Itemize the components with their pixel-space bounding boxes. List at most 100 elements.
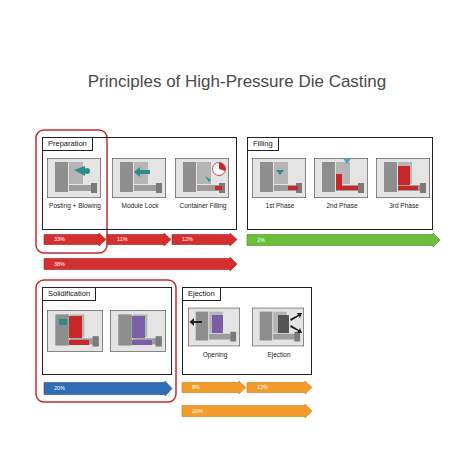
third-phase-picture	[376, 158, 429, 197]
arrow-body	[182, 404, 312, 418]
highlight-outline	[36, 280, 176, 402]
arrow-shape	[44, 257, 237, 271]
illustration-part	[84, 168, 90, 174]
arrow-body	[172, 233, 237, 246]
percent-label: 20%	[54, 381, 65, 396]
arrow-body	[44, 257, 237, 271]
module-lock-picture	[112, 158, 165, 197]
container-filling-picture	[175, 158, 228, 197]
time-share-arrow: 12%	[247, 381, 312, 394]
percent-label: 20%	[192, 404, 203, 418]
step-picture: Opening	[186, 306, 244, 373]
illustration-part	[336, 174, 342, 186]
step-picture: Container Filling	[173, 157, 233, 228]
step-caption: Opening	[186, 351, 244, 358]
stage-heading: Preparation	[42, 137, 93, 151]
illustration-part	[213, 163, 226, 176]
illustration-part	[376, 158, 429, 197]
time-share-arrow: 33%	[44, 233, 106, 246]
highlight-outline	[36, 130, 107, 253]
step-caption: 2nd Phase	[312, 202, 372, 209]
illustration-part	[276, 170, 284, 175]
stage-heading: Solidification	[42, 287, 96, 301]
step-caption: 3rd Phase	[374, 202, 434, 209]
step-picture: Posting + Blowing	[45, 157, 105, 228]
arrow-body	[247, 233, 440, 247]
percent-label: 33%	[54, 233, 65, 246]
illustration-part	[47, 311, 102, 352]
stage-group: Filling 1st Phase2nd Phase3rd Phase	[247, 137, 433, 230]
step-picture: 2nd Phase	[312, 157, 372, 228]
stage-group: PreparationPosting + Blowing Module LockC…	[42, 137, 237, 230]
stage-heading: Ejection	[182, 287, 221, 301]
stage-group: EjectionOpeningEjection	[182, 287, 312, 375]
time-share-arrow: 12%	[172, 233, 237, 246]
time-share-arrow: 8%	[182, 381, 246, 394]
arrow-body	[182, 381, 246, 394]
diagram-title: Principles of High-Pressure Die Casting	[0, 72, 474, 92]
illustration-part	[215, 186, 222, 190]
illustration-part	[336, 186, 358, 190]
step-caption: Ejection	[250, 351, 308, 358]
illustration-part	[278, 315, 289, 333]
solidification-picture-1	[47, 311, 102, 352]
step-picture: 3rd Phase	[374, 157, 434, 228]
second-phase-picture	[314, 158, 367, 197]
time-share-arrow: 2%	[247, 233, 440, 247]
illustration-part	[190, 318, 203, 326]
illustration-part	[398, 166, 410, 185]
time-share-arrow: 38%	[44, 257, 237, 271]
step-picture: Ejection	[250, 306, 308, 373]
illustration-part	[212, 315, 223, 333]
illustration-part	[290, 313, 302, 321]
illustration-part	[112, 158, 165, 197]
illustration-part	[59, 319, 67, 325]
illustration-part	[47, 158, 100, 197]
illustration-part	[205, 176, 211, 182]
arrow-body	[107, 233, 171, 246]
stage-group: Solidification	[42, 287, 172, 375]
step-caption: Posting + Blowing	[45, 202, 105, 209]
stage-heading: Filling	[247, 137, 279, 151]
percent-label: 12%	[257, 381, 268, 394]
step-caption: 1st Phase	[250, 202, 310, 209]
step-picture: 1st Phase	[250, 157, 310, 228]
illustration-part	[132, 340, 152, 345]
illustration-part	[69, 316, 82, 338]
percent-label: 2%	[257, 233, 265, 247]
step-picture: Module Lock	[110, 157, 170, 228]
first-phase-picture	[252, 158, 305, 197]
time-share-arrow: 20%	[44, 381, 172, 396]
arrow-body	[44, 233, 106, 246]
illustration-part	[290, 325, 302, 333]
illustration-part	[110, 311, 165, 352]
illustration-part	[252, 158, 305, 197]
illustration-part	[252, 308, 303, 346]
illustration-part	[175, 158, 228, 197]
opening-picture	[188, 308, 239, 346]
step-caption: Module Lock	[110, 202, 170, 209]
time-share-arrow: 11%	[107, 233, 171, 246]
illustration-part	[288, 186, 298, 190]
step-caption: Container Filling	[173, 202, 233, 209]
arrow-shape	[247, 233, 440, 247]
percent-label: 12%	[182, 233, 193, 246]
percent-label: 38%	[54, 257, 65, 271]
illustration-part	[69, 340, 89, 345]
arrow-shape	[44, 233, 106, 246]
illustration-part	[343, 159, 351, 165]
illustration-part	[134, 167, 150, 177]
illustration-part	[314, 158, 367, 197]
arrow-shape	[107, 233, 171, 246]
percent-label: 8%	[192, 381, 200, 394]
solidification-picture-2	[110, 311, 165, 352]
arrow-shape	[247, 381, 312, 394]
arrow-shape	[182, 381, 246, 394]
arrow-body	[44, 381, 172, 396]
time-share-arrow: 20%	[182, 404, 312, 418]
illustration-part	[188, 308, 239, 346]
arrow-body	[247, 381, 312, 394]
illustration-part	[219, 162, 226, 171]
percent-label: 11%	[117, 233, 128, 246]
